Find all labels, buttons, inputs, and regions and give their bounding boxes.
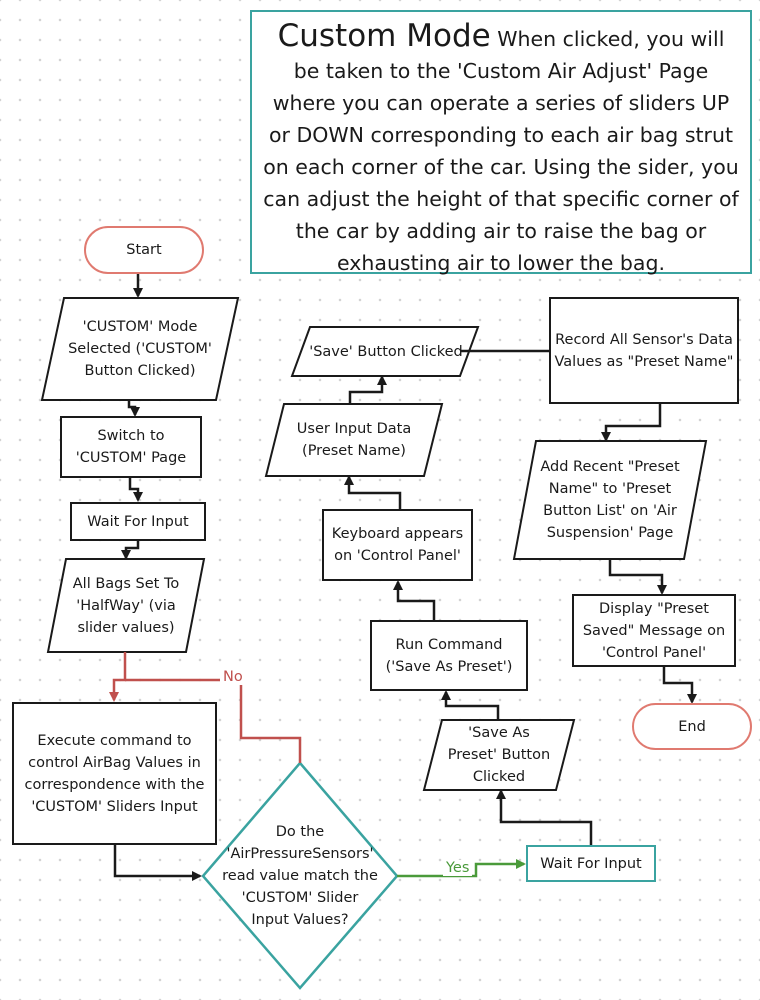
- display-saved-label: Display "Preset Saved" Message on 'Contr…: [582, 600, 726, 661]
- decision-node: Do the 'AirPressureSensors' read value m…: [215, 812, 385, 940]
- save-clicked-node: 'Save' Button Clicked: [298, 327, 474, 376]
- yes-branch-label: Yes: [443, 860, 473, 876]
- edge-no-branch: [125, 678, 302, 763]
- display-saved-node: Display "Preset Saved" Message on 'Contr…: [572, 594, 736, 667]
- save-as-preset-clicked-node: 'Save As Preset' Button Clicked: [432, 720, 566, 790]
- all-bags-halfway-label: All Bags Set To 'HalfWay' (via slider va…: [72, 575, 180, 636]
- edge-selected-to-switch: [127, 400, 140, 417]
- all-bags-halfway-node: All Bags Set To 'HalfWay' (via slider va…: [56, 559, 196, 652]
- info-description: When clicked, you will be taken to the '…: [263, 27, 739, 275]
- user-input-data-label: User Input Data (Preset Name): [296, 421, 412, 459]
- wait-input-2-node: Wait For Input: [526, 845, 656, 882]
- run-command-label: Run Command ('Save As Preset'): [385, 636, 513, 675]
- user-input-data-node: User Input Data (Preset Name): [274, 404, 434, 476]
- save-as-preset-clicked-label: 'Save As Preset' Button Clicked: [447, 725, 551, 785]
- edge-yes-branch: [397, 859, 526, 878]
- info-title: Custom Mode: [277, 18, 491, 54]
- edge-run-to-keyboard: [393, 580, 436, 620]
- save-clicked-shape: [290, 326, 480, 377]
- end-label: End: [678, 718, 706, 735]
- execute-command-node: Execute command to control AirBag Values…: [12, 702, 217, 845]
- custom-mode-selected-shape: [40, 297, 240, 401]
- edge-halfway-to-execute: [109, 652, 127, 702]
- edge-keyboard-to-userinput: [344, 475, 402, 509]
- edge-record-to-addpreset: [601, 404, 662, 442]
- edge-display-to-end: [662, 667, 697, 704]
- edge-addpreset-to-display: [608, 560, 667, 595]
- keyboard-appears-label: Keyboard appears on 'Control Panel': [331, 526, 464, 564]
- wait-input-1-node: Wait For Input: [70, 502, 206, 541]
- no-branch-label: No: [220, 669, 246, 685]
- switch-page-label: Switch to 'CUSTOM' Page: [75, 428, 187, 466]
- custom-mode-info-box: Custom Mode When clicked, you will be ta…: [250, 10, 752, 275]
- edge-switch-to-wait1: [128, 478, 143, 502]
- edge-userinput-to-save: [348, 375, 387, 404]
- custom-mode-selected-node: 'CUSTOM' Mode Selected ('CUSTOM' Button …: [50, 298, 230, 400]
- edge-execute-to-decision: [113, 845, 202, 881]
- decision-label: Do the 'AirPressureSensors' read value m…: [222, 824, 378, 928]
- switch-page-node: Switch to 'CUSTOM' Page: [60, 416, 202, 478]
- add-preset-shape: [512, 440, 708, 560]
- all-bags-halfway-shape: [46, 558, 206, 653]
- edge-wait1-to-halfway: [121, 541, 140, 560]
- execute-command-label: Execute command to control AirBag Values…: [24, 732, 205, 815]
- user-input-data-shape: [264, 403, 444, 477]
- end-node: End: [632, 703, 752, 750]
- record-sensor-data-label: Record All Sensor's Data Values as "Pres…: [554, 331, 734, 370]
- start-node: Start: [84, 226, 204, 274]
- wait-input-2-label: Wait For Input: [540, 855, 642, 872]
- run-command-node: Run Command ('Save As Preset'): [370, 620, 528, 691]
- decision-shape: [201, 761, 399, 990]
- custom-mode-selected-label: 'CUSTOM' Mode Selected ('CUSTOM' Button …: [68, 319, 212, 379]
- edge-wait2-to-saveaspreset: [496, 789, 593, 845]
- edge-saveaspreset-to-run: [441, 690, 500, 720]
- save-as-preset-clicked-shape: [422, 719, 576, 791]
- add-preset-label: Add Recent "Preset Name" to 'Preset Butt…: [540, 459, 680, 541]
- add-preset-node: Add Recent "Preset Name" to 'Preset Butt…: [524, 441, 696, 559]
- start-label: Start: [126, 242, 162, 258]
- wait-input-1-label: Wait For Input: [87, 513, 189, 530]
- save-clicked-label: 'Save' Button Clicked: [309, 343, 463, 360]
- keyboard-appears-node: Keyboard appears on 'Control Panel': [322, 509, 473, 581]
- record-sensor-data-node: Record All Sensor's Data Values as "Pres…: [549, 297, 739, 404]
